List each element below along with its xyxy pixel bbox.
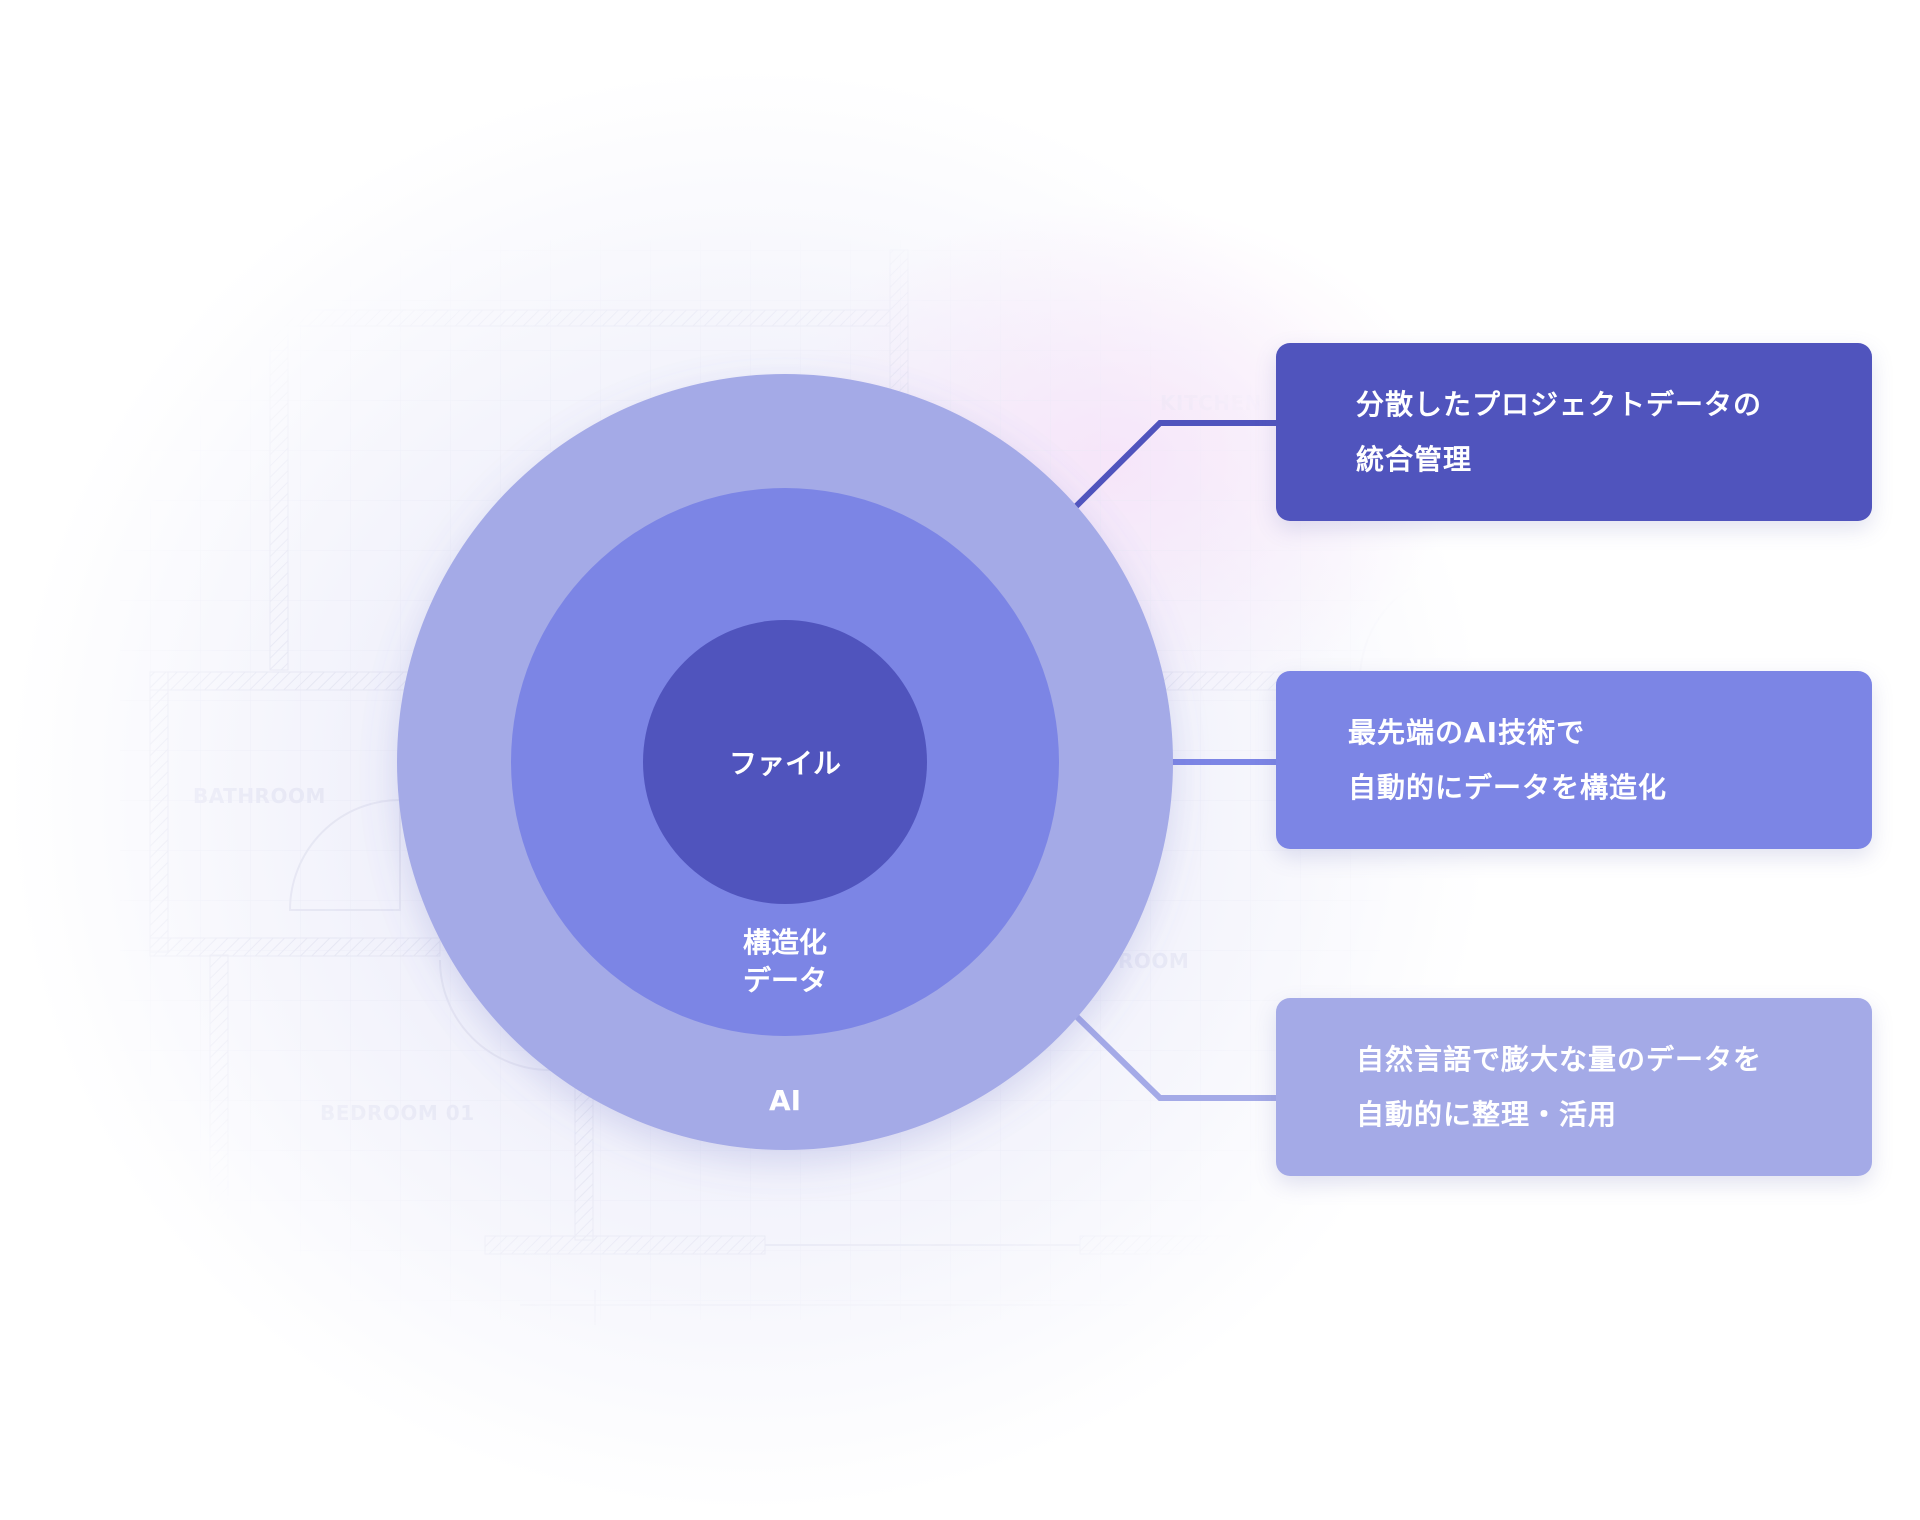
circle-inner-file (643, 620, 927, 904)
card-2-line-2: 自動的にデータを構造化 (1348, 771, 1668, 804)
card-3-line-1: 自然言語で膨大な量のデータを (1356, 1043, 1763, 1076)
room-label-kitchen: KITCHEN (1160, 391, 1262, 415)
inner-circle-label: ファイル (729, 747, 841, 780)
middle-ring-label-line2: データ (743, 964, 827, 997)
middle-ring-label-line1: 構造化 (743, 926, 827, 959)
feature-card-natural-language: 自然言語で膨大な量のデータを 自動的に整理・活用 (1276, 998, 1872, 1176)
connector-line-3 (1072, 1012, 1276, 1101)
card-1-line-1: 分散したプロジェクトデータの (1356, 388, 1763, 421)
room-label-room: ROOM (1118, 949, 1189, 973)
room-label-bedroom: BEDROOM 01 (320, 1101, 475, 1125)
feature-card-ai-structuring: 最先端のAI技術で 自動的にデータを構造化 (1276, 671, 1872, 849)
feature-card-integration: 分散したプロジェクトデータの 統合管理 (1276, 343, 1872, 521)
card-1-line-2: 統合管理 (1356, 443, 1473, 476)
room-label-bathroom: BATHROOM (193, 784, 326, 808)
card-3-line-2: 自動的に整理・活用 (1356, 1098, 1618, 1131)
outer-ring-label: AI (769, 1084, 801, 1117)
card-2-line-1: 最先端のAI技術で (1348, 716, 1586, 749)
